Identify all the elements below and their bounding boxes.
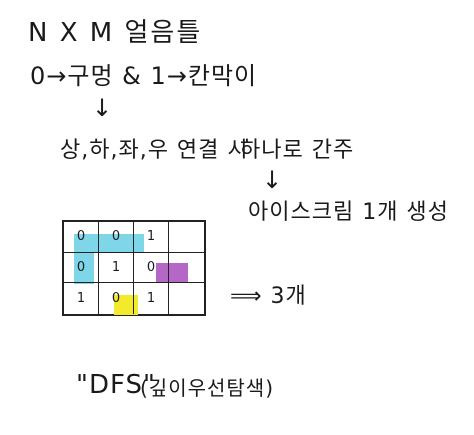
dfs-description: (깊이우선탐색) (140, 376, 275, 400)
down-arrow-icon: ↓ (262, 166, 283, 194)
grid-cell: 0 (99, 222, 134, 253)
grid-cell: 1 (134, 283, 169, 314)
grid-cell: 1 (134, 222, 169, 253)
title-text: N X M 얼음틀 (28, 18, 203, 48)
ice-tray-grid: 0 0 1 0 1 0 1 0 1 (62, 220, 206, 316)
grid-cell: 1 (64, 283, 99, 314)
grid-cell: 0 (64, 222, 99, 253)
connection-rule-text: 상,하,좌,우 연결 시 (60, 138, 249, 163)
purple-highlight-group (156, 263, 188, 283)
hole-partition-legend: 0→구멍 & 1→칸막이 (30, 62, 258, 90)
grid-cell (169, 222, 204, 253)
result-text: ⟹ 3개 (230, 284, 307, 309)
down-arrow-icon: ↓ (92, 94, 113, 122)
cyan-highlight-group (74, 234, 94, 284)
dfs-label: "DFS" (76, 370, 156, 400)
grid-cell: 0 (64, 252, 99, 284)
grid-cell: 0 (99, 283, 134, 314)
grid-cell: 0 (134, 252, 169, 284)
grid-cell: 1 (99, 252, 134, 284)
grid-cell (169, 283, 204, 314)
yellow-highlight-group (114, 295, 138, 315)
group-rule-text: 하나로 간주 (240, 138, 355, 163)
ice-cream-rule-text: 아이스크림 1개 생성 (248, 200, 449, 225)
grid-cell (169, 253, 204, 284)
